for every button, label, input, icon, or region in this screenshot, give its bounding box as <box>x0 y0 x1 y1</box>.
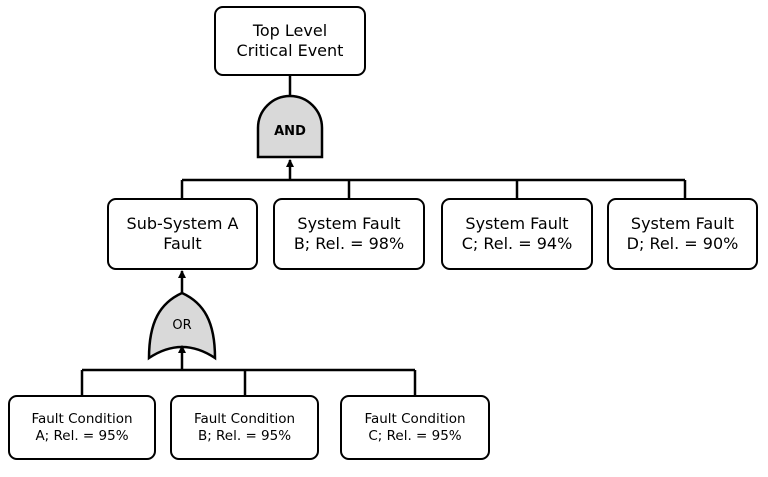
fault-condition-c-node: Fault Condition C; Rel. = 95% <box>340 395 490 460</box>
system-fault-b-line1: System Fault <box>297 214 401 233</box>
system-fault-d-node: System Fault D; Rel. = 90% <box>607 198 758 270</box>
fault-condition-a-node: Fault Condition A; Rel. = 95% <box>8 395 156 460</box>
fault-condition-c-line1: Fault Condition <box>364 410 466 427</box>
subsystem-a-line2: Fault <box>163 234 202 253</box>
system-fault-b-node: System Fault B; Rel. = 98% <box>273 198 425 270</box>
system-fault-c-node: System Fault C; Rel. = 94% <box>441 198 593 270</box>
system-fault-c-line1: System Fault <box>465 214 569 233</box>
fault-condition-b-line2: B; Rel. = 95% <box>197 427 292 444</box>
top-event-line2: Critical Event <box>236 41 344 60</box>
fault-condition-a-line2: A; Rel. = 95% <box>35 427 129 444</box>
system-fault-d-line1: System Fault <box>630 214 735 233</box>
fault-condition-b-line1: Fault Condition <box>193 410 296 427</box>
top-event-node: Top Level Critical Event <box>214 6 366 76</box>
system-fault-d-line2: D; Rel. = 90% <box>626 234 739 253</box>
fault-condition-a-line1: Fault Condition <box>31 410 133 427</box>
fault-condition-b-node: Fault Condition B; Rel. = 95% <box>170 395 319 460</box>
system-fault-c-line2: C; Rel. = 94% <box>461 234 573 253</box>
or-gate-label: OR <box>172 318 192 333</box>
subsystem-a-node: Sub-System A Fault <box>107 198 258 270</box>
and-gate <box>256 94 324 159</box>
subsystem-a-line1: Sub-System A <box>126 214 239 233</box>
fault-condition-c-line2: C; Rel. = 95% <box>368 427 462 444</box>
system-fault-b-line2: B; Rel. = 98% <box>293 234 405 253</box>
top-event-line1: Top Level <box>252 21 328 40</box>
and-gate-label: AND <box>274 124 306 139</box>
